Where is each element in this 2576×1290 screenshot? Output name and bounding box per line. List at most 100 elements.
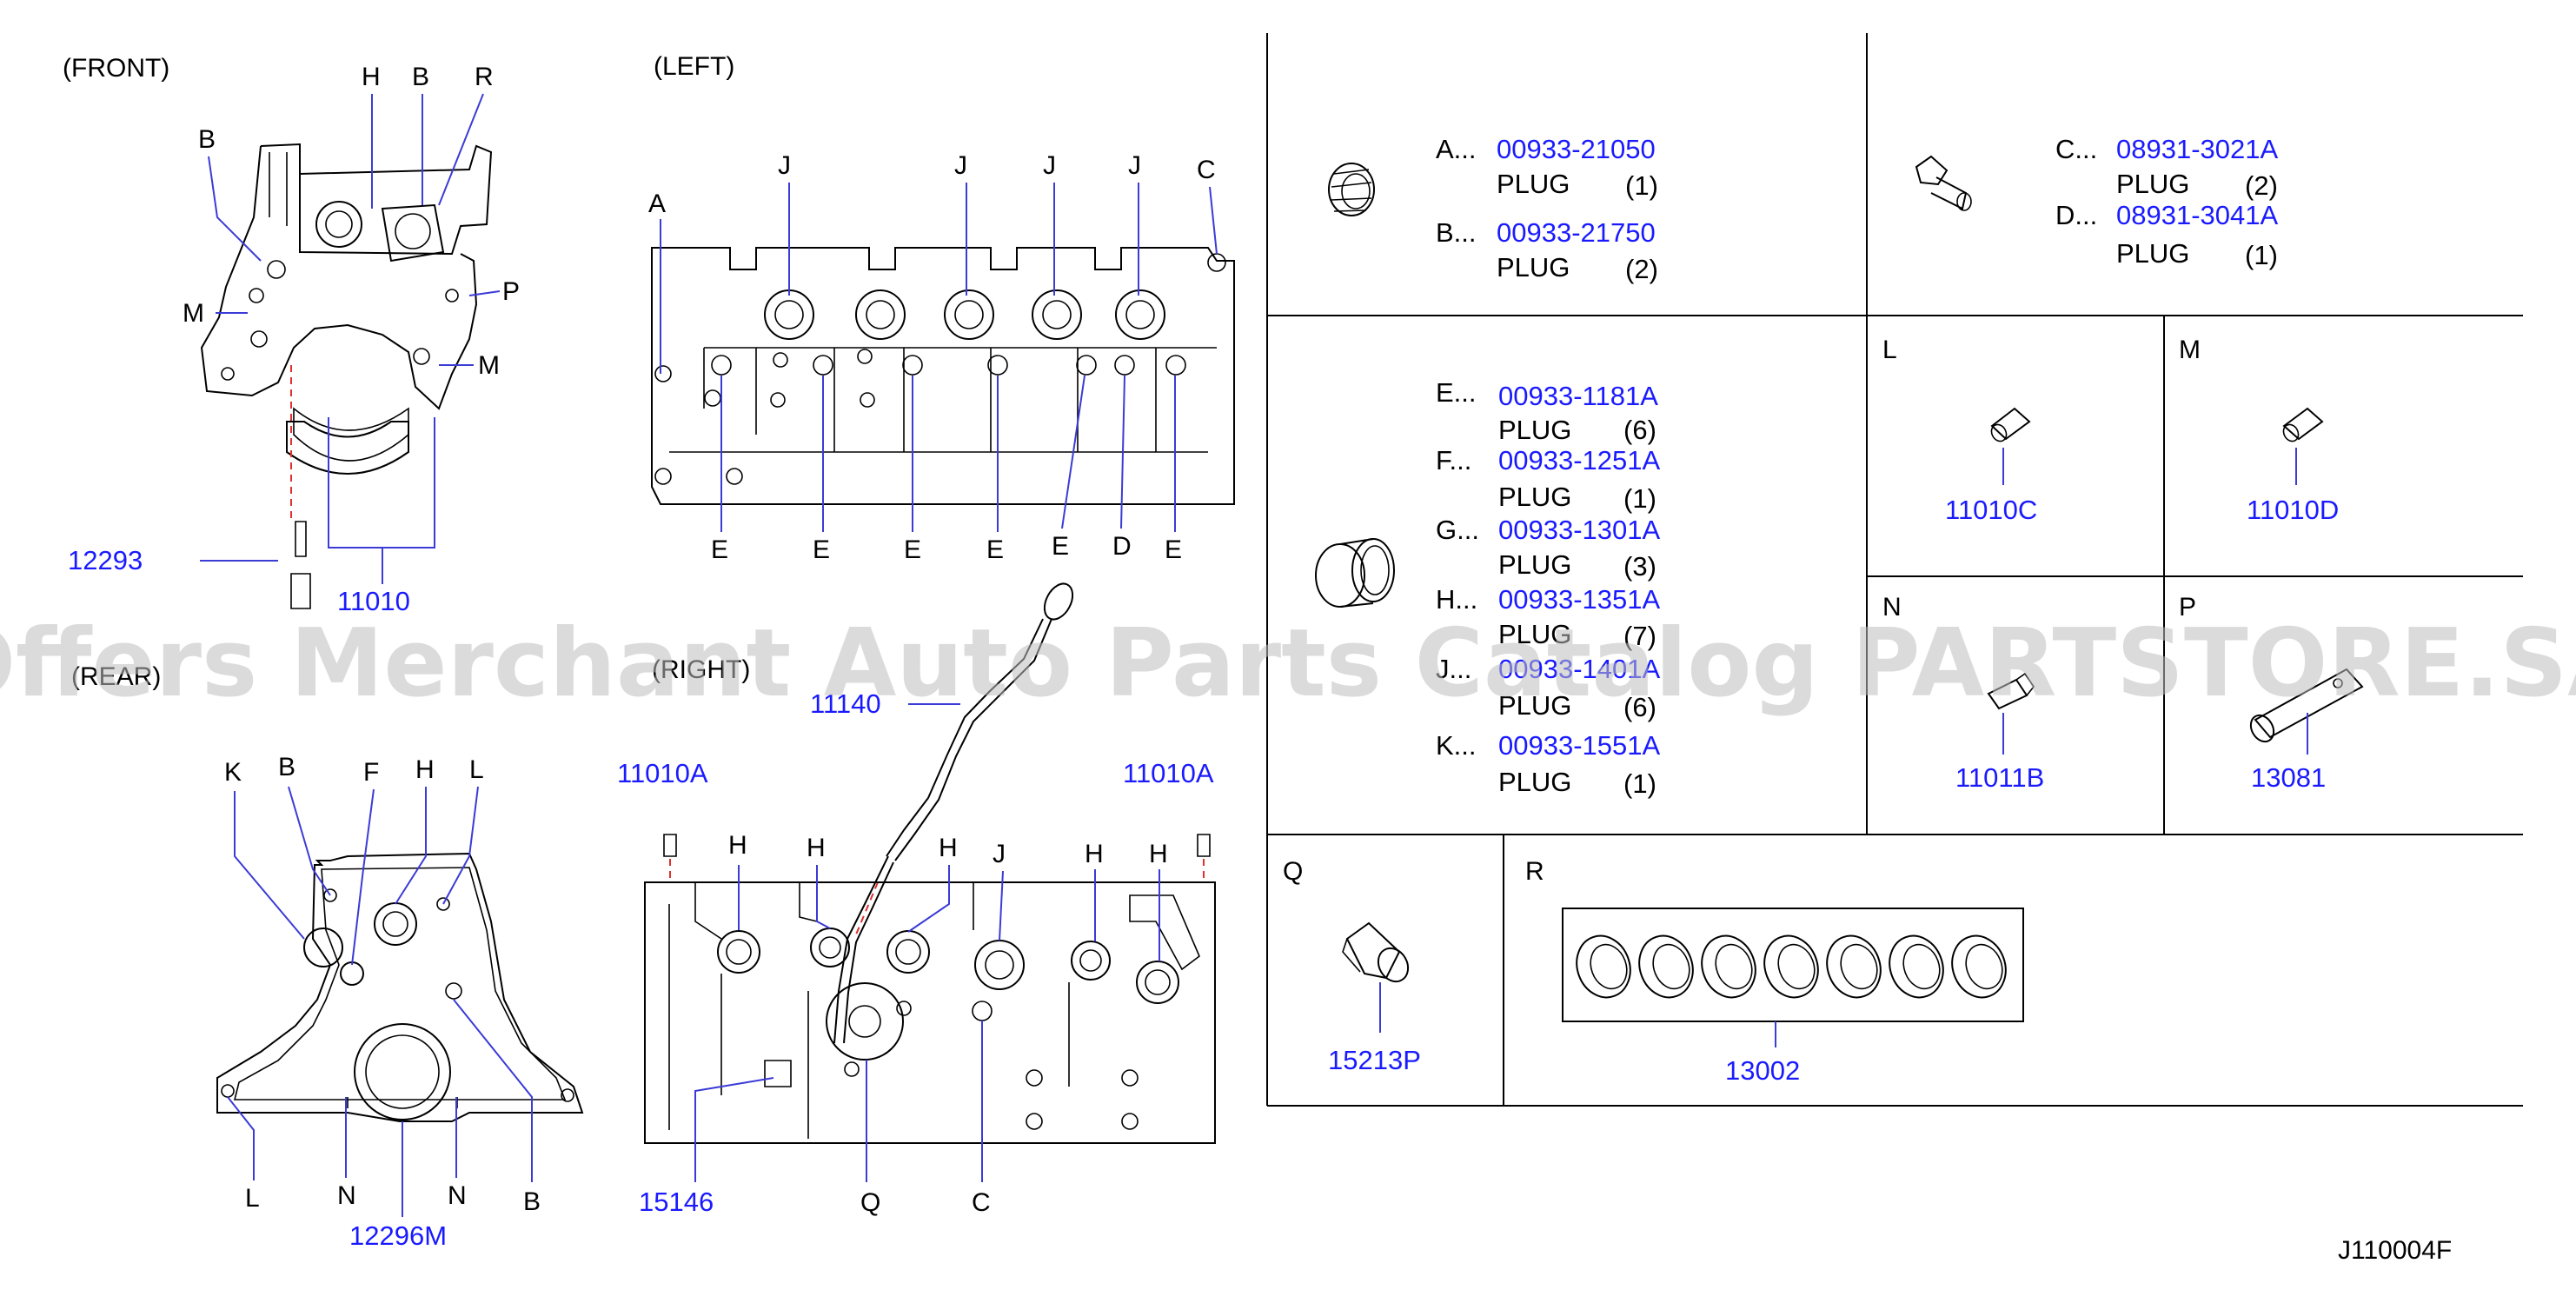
dowel-icon-m: [2282, 407, 2324, 442]
sleeve-icon-p: [2249, 668, 2364, 743]
part-link-11010d[interactable]: 11010D: [2247, 495, 2339, 525]
part-link-00933-1551a[interactable]: 00933-1551A: [1498, 730, 1660, 761]
callout-c: C: [1197, 156, 1216, 184]
part-link-11010c[interactable]: 11010C: [1945, 495, 2037, 525]
watermark-text: Offers Merchant Auto Parts Catalog PARTS…: [0, 609, 2576, 718]
bearing-shell-inner: [1777, 943, 1816, 990]
plug-key: B...: [1436, 217, 1477, 248]
bearing-shell: [1638, 934, 1694, 999]
callout-b: B: [412, 63, 429, 91]
part-link-08931-3021a[interactable]: 08931-3021A: [2116, 134, 2278, 164]
bearing-shell: [1763, 934, 1819, 999]
bearing-shell-inner: [1965, 943, 2003, 990]
bearing-shell-inner: [1902, 943, 1941, 990]
part-link-15213p[interactable]: 15213P: [1328, 1045, 1421, 1075]
plug-qty: (1): [1623, 768, 1656, 799]
diagram-code: J110004F: [2338, 1236, 2452, 1265]
part-link-00933-1181a[interactable]: 00933-1181A: [1498, 381, 1658, 411]
callout-m: M: [183, 299, 204, 328]
callout-h: H: [728, 831, 747, 860]
plug-key: A...: [1436, 134, 1477, 164]
plug-list-ek: E... 00933-1181A PLUG (6) F... 00933-125…: [1436, 377, 1660, 799]
callout-h: H: [807, 834, 826, 862]
plug-qty: (6): [1623, 415, 1656, 445]
plug-name: PLUG: [1498, 690, 1571, 721]
view-label-left: (LEFT): [654, 52, 734, 81]
plug-list-ab: A... 00933-21050 PLUG (1) B... 00933-217…: [1436, 134, 1658, 284]
part-link-00933-1401a[interactable]: 00933-1401A: [1498, 654, 1660, 684]
plug-name: PLUG: [1498, 549, 1571, 580]
callout-e: E: [986, 535, 1004, 564]
callout-j: J: [778, 151, 791, 180]
part-link-00933-1351a[interactable]: 00933-1351A: [1498, 584, 1660, 615]
callout-n: N: [337, 1181, 356, 1210]
plug-qty: (1): [2245, 240, 2278, 270]
part-link-11010[interactable]: 11010: [337, 586, 410, 616]
parts-table-grid: [1266, 33, 2523, 1107]
callout-l: L: [245, 1184, 260, 1213]
plug-key: D...: [2055, 200, 2097, 230]
callout-q: Q: [860, 1188, 880, 1217]
callout-e: E: [711, 535, 728, 564]
callout-j: J: [1043, 151, 1056, 180]
plug-qty: (6): [1623, 692, 1656, 722]
bearing-shell-inner: [1590, 943, 1628, 990]
bearing-shell: [1701, 934, 1756, 999]
plug-key: E...: [1436, 377, 1477, 408]
bearing-shell: [1889, 934, 1944, 999]
plug-icon-ab: [1328, 163, 1375, 216]
callout-j: J: [1128, 151, 1141, 180]
callout-m: M: [2179, 336, 2201, 364]
plug-name: PLUG: [1498, 482, 1571, 512]
plug-icon-ek: [1315, 538, 1395, 608]
part-link-13081[interactable]: 13081: [2251, 762, 2326, 793]
plug-qty: (7): [1623, 621, 1656, 651]
part-link-08931-3041a[interactable]: 08931-3041A: [2116, 200, 2278, 230]
plug-name: PLUG: [1498, 415, 1571, 445]
view-label-rear: (REAR): [71, 662, 161, 691]
plug-name: PLUG: [1498, 767, 1571, 797]
callout-e: E: [813, 535, 830, 564]
plug-name: PLUG: [2116, 238, 2189, 269]
part-link-15146[interactable]: 15146: [639, 1187, 714, 1217]
part-link-11010a[interactable]: 11010A: [1123, 758, 1214, 788]
part-link-12296m[interactable]: 12296M: [349, 1220, 447, 1251]
part-link-12293[interactable]: 12293: [68, 545, 143, 575]
part-link-11011b[interactable]: 11011B: [1955, 762, 2044, 793]
part-link-00933-1301a[interactable]: 00933-1301A: [1498, 515, 1660, 545]
bearing-shell-inner: [1715, 943, 1753, 990]
callout-b: B: [198, 125, 216, 154]
part-link-00933-21750[interactable]: 00933-21750: [1497, 217, 1656, 248]
part-link-00933-1251a[interactable]: 00933-1251A: [1498, 445, 1660, 475]
callout-r: R: [1525, 857, 1544, 886]
plug-qty: (3): [1623, 551, 1656, 582]
callout-e: E: [1052, 532, 1069, 561]
plug-key: F...: [1436, 445, 1471, 475]
plug-qty: (2): [2245, 170, 2278, 201]
part-link-00933-21050[interactable]: 00933-21050: [1497, 134, 1656, 164]
plug-qty: (1): [1623, 483, 1656, 514]
callout-p: P: [2179, 593, 2196, 622]
plug-icon-cd: [1915, 155, 1972, 211]
plug-qty: (2): [1625, 254, 1658, 284]
dowel-icon-n: [1987, 672, 2035, 710]
callout-e: E: [1165, 535, 1182, 564]
part-link-11140[interactable]: 11140: [810, 688, 881, 719]
bearing-shell: [1951, 934, 2007, 999]
callout-h: H: [362, 63, 381, 91]
plug-name: PLUG: [1497, 169, 1570, 199]
callout-l: L: [1882, 336, 1897, 364]
plug-key: K...: [1436, 730, 1477, 761]
part-link-11010a[interactable]: 11010A: [617, 758, 708, 788]
part-link-13002[interactable]: 13002: [1725, 1055, 1800, 1086]
right-view-drawing: [644, 881, 1216, 1144]
bearing-shell-inner: [1840, 943, 1878, 990]
plug-list-cd: C... 08931-3021A PLUG (2) D... 08931-304…: [2055, 134, 2278, 270]
jet-icon-q: [1342, 921, 1410, 983]
view-label-right: (RIGHT): [652, 655, 750, 684]
callout-c: C: [972, 1188, 991, 1217]
callout-n: N: [1882, 593, 1902, 622]
callout-r: R: [475, 63, 494, 91]
